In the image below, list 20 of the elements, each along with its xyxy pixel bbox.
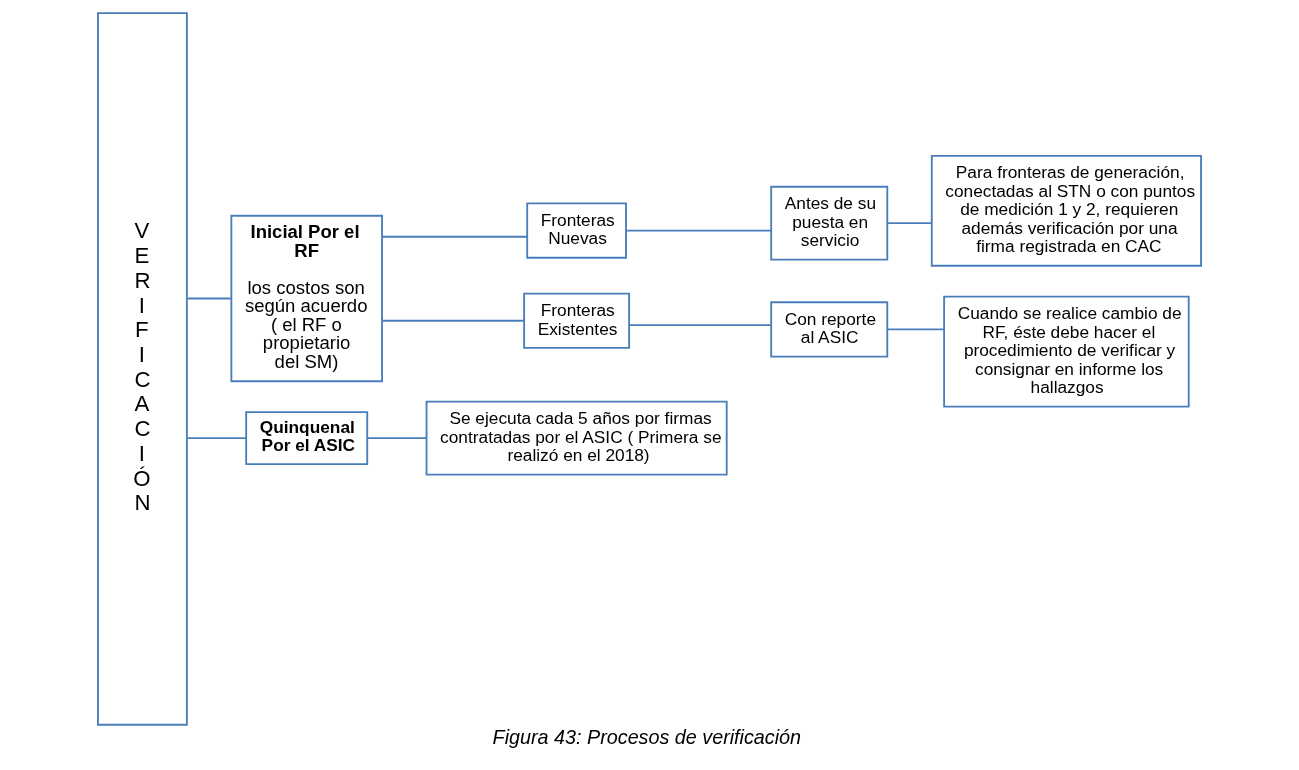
- node-box: Con reporte al ASIC: [770, 301, 889, 358]
- connector: [186, 437, 247, 440]
- node-box: Fronteras Existentes: [523, 292, 631, 349]
- connector: [366, 437, 428, 440]
- node-box: Para fronteras de generación, conectadas al STN o con puntos de medición 1 y 2, requieren además verificación por una firma registrada en CAC: [930, 154, 1202, 267]
- node-box: Fronteras Nuevas: [526, 202, 627, 259]
- node-box: Antes de su puesta en servicio: [770, 185, 889, 261]
- node-box: VERIFICACIÓN: [97, 12, 188, 726]
- node-box: Se ejecuta cada 5 años por firmas contratadas por el ASIC ( Primera se realizó en el 2018): [425, 400, 728, 476]
- connector: [186, 297, 233, 300]
- connector: [625, 229, 772, 232]
- connector: [886, 328, 945, 331]
- connector: [381, 319, 525, 322]
- connector: [381, 235, 528, 238]
- node-box: Inicial Por el RF los costos son según acuerdo ( el RF o propietario del SM): [230, 214, 383, 383]
- connector: [886, 222, 933, 225]
- node-box: Quinquenal Por el ASIC: [245, 411, 369, 465]
- caption: Figura 43: Procesos de verificación: [492, 726, 802, 749]
- connector: [628, 324, 772, 326]
- node-box: Cuando se realice cambio de RF, éste debe hacer el procedimiento de verificar y consignar en informe los hallazgos: [943, 295, 1190, 408]
